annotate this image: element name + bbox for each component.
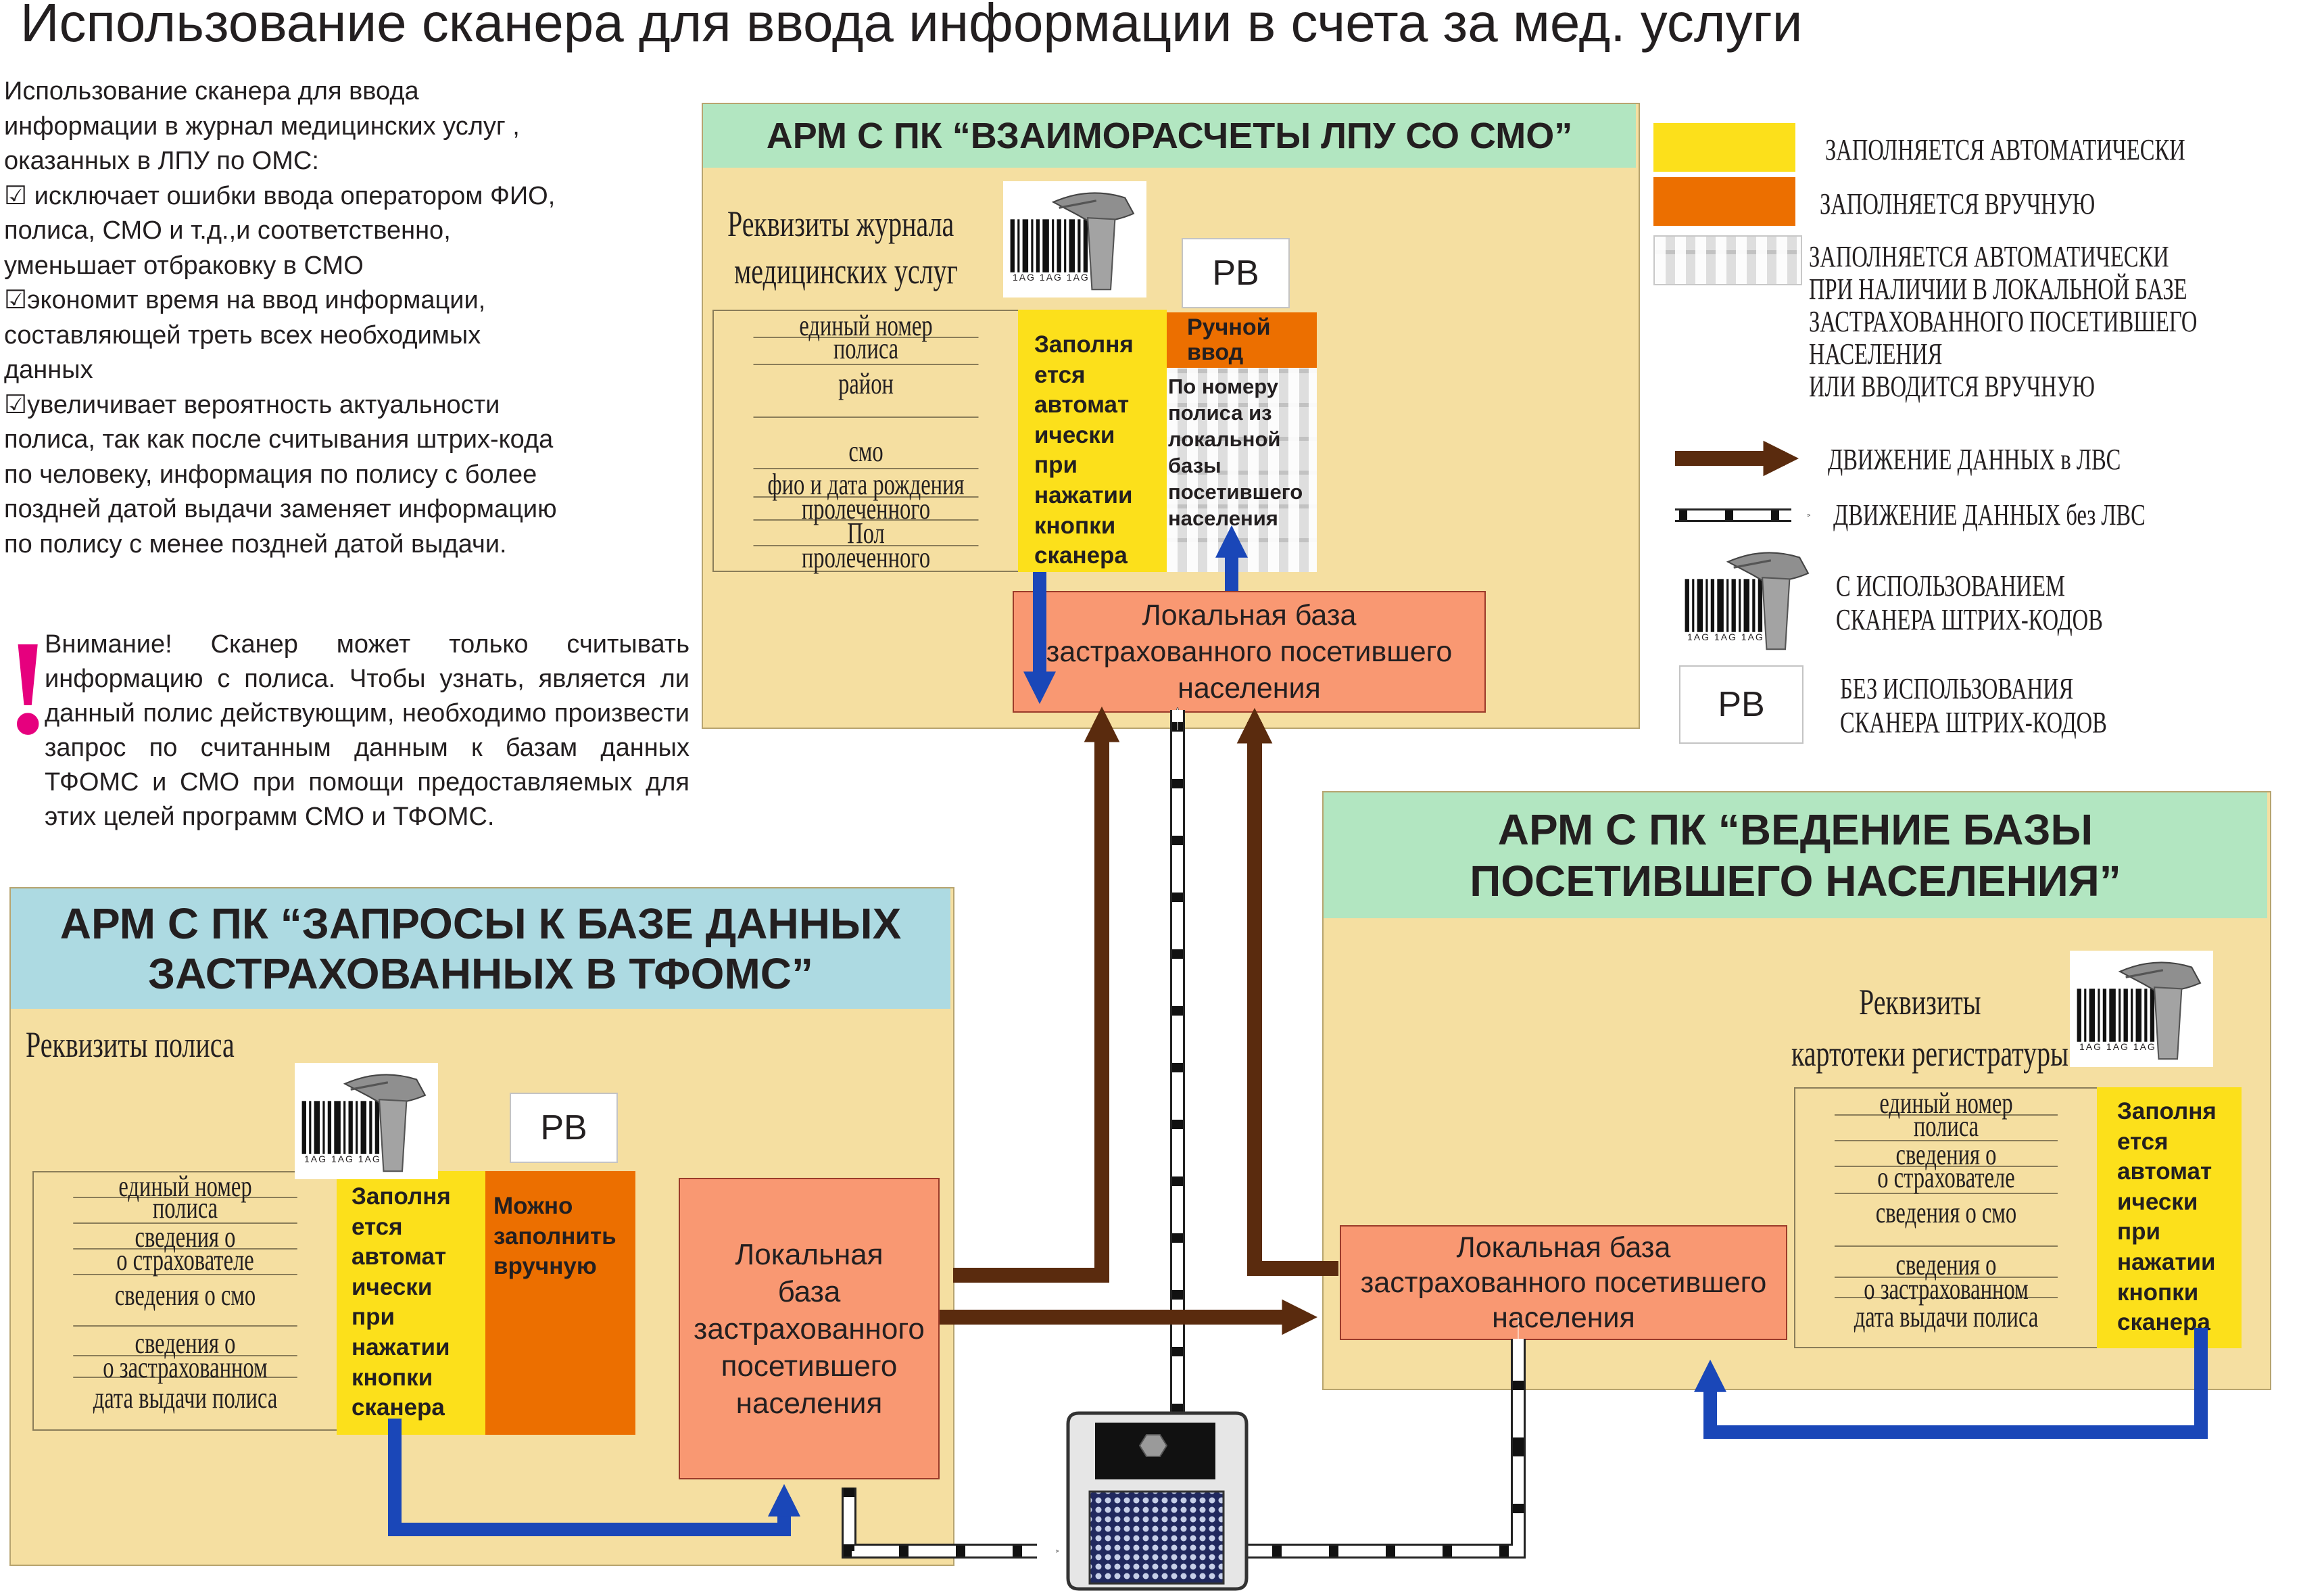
legend-auto: ЗАПОЛНЯЕТСЯ АВТОМАТИЧЕСКИ (1825, 133, 2185, 166)
arm-tfoms-requisites-label: Реквизиты полиса (26, 1024, 235, 1065)
intro-line: оказанных в ЛПУ по ОМС: (4, 147, 319, 175)
arm-lpu-header: АРМ С ПК “ВЗАИМОРАСЧЕТЫ ЛПУ СО СМО” (703, 104, 1636, 168)
req-line: Реквизиты (1859, 982, 1981, 1022)
pb-label: РВ (1212, 254, 1259, 293)
intro-line: поздней датой выдачи заменяет информацию (4, 495, 557, 523)
intro-line: уменьшает отбраковку в СМО (4, 251, 364, 280)
intro-line: полиса, СМО и т.д.,и соответственно, (4, 216, 451, 245)
arm-base-requisites-label: Реквизиты картотеки регистратуры (1791, 976, 2068, 1079)
field-smo-info: сведения о смо (1834, 1194, 2058, 1247)
legend-swatch-manual (1653, 177, 1795, 226)
req-line: медицинских услуг (734, 251, 958, 291)
req-line: картотеки регистратуры (1791, 1033, 2068, 1074)
field-issue-date: дата выдачи полиса (1854, 1300, 2039, 1333)
legend-scanner: С ИСПОЛЬЗОВАНИЕМ СКАНЕРА ШТРИХ-КОДОВ (1836, 569, 2103, 636)
barcode-digits: 1AG 1AG 1AG (1013, 272, 1090, 283)
intro-text: Использование сканера для ввода информац… (4, 74, 694, 562)
legend-lan: ДВИЖЕНИЕ ДАННЫХ в ЛВС (1828, 443, 2121, 476)
arm-lpu-pb-box: РВ (1182, 238, 1290, 308)
intro-line: ☑экономит время на ввод информации, (4, 286, 486, 314)
intro-line: полиса, так как после считывания штрих-к… (4, 425, 554, 454)
legend-swatch-auto (1653, 123, 1795, 172)
legend-nolan: ДВИЖЕНИЕ ДАННЫХ без ЛВС (1833, 498, 2146, 531)
warning-mark: ! (5, 613, 51, 763)
intro-line: Использование сканера для ввода (4, 77, 419, 105)
field-smo: смо (753, 418, 979, 469)
intro-line: данных (4, 356, 93, 384)
req-line: Реквизиты журнала (727, 204, 954, 244)
barcode-scanner-icon (295, 1063, 438, 1179)
barcode-digits: 1AG 1AG 1AG (304, 1154, 381, 1164)
intro-line: по человеку, информация по полису с боле… (4, 460, 537, 489)
pb-label: РВ (540, 1108, 587, 1147)
field-district: район (753, 365, 979, 418)
lan-arrow-tfoms-to-lpu (953, 706, 1120, 1283)
intro-line: ☑увеличивает вероятность актуальности (4, 390, 500, 419)
arm-lpu-requisites-label: Реквизиты журнала медицинских услуг (727, 200, 1036, 295)
legend-manual: ЗАПОЛНЯЕТСЯ ВРУЧНУЮ (1820, 187, 2096, 220)
page-title: Использование сканера для ввода информац… (20, 0, 1803, 53)
barcode-scanner-icon (2070, 951, 2213, 1067)
intro-line: ☑ исключает ошибки ввода оператором ФИО, (4, 181, 556, 210)
arm-tfoms-pb-box: РВ (510, 1093, 618, 1163)
field-issue-date: дата выдачи полиса (93, 1381, 278, 1414)
barcode-scanner-icon (1678, 541, 1821, 657)
field-smo-info: сведения о смо (73, 1275, 297, 1327)
legend-pb-box: РВ (1679, 665, 1803, 744)
intro-line: информации в журнал медицинских услуг , (4, 112, 520, 141)
barcode-digits: 1AG 1AG 1AG (1687, 632, 1764, 642)
barcode-scanner-icon (1003, 181, 1146, 298)
floppy-disk-icon (1066, 1411, 1249, 1591)
legend-swatch-mixed (1653, 235, 1802, 285)
pb-label: РВ (1718, 685, 1765, 724)
legend-no-scanner: БЕЗ ИСПОЛЬЗОВАНИЯ СКАНЕРА ШТРИХ-КОДОВ (1840, 672, 2107, 739)
warning-text: Внимание! Сканер может только считывать … (45, 630, 689, 831)
barcode-digits: 1AG 1AG 1AG (2079, 1041, 2156, 1052)
intro-line: составляющей треть всех необходимых (4, 320, 481, 350)
intro-line: по полису с менее поздней датой выдачи. (4, 529, 507, 558)
